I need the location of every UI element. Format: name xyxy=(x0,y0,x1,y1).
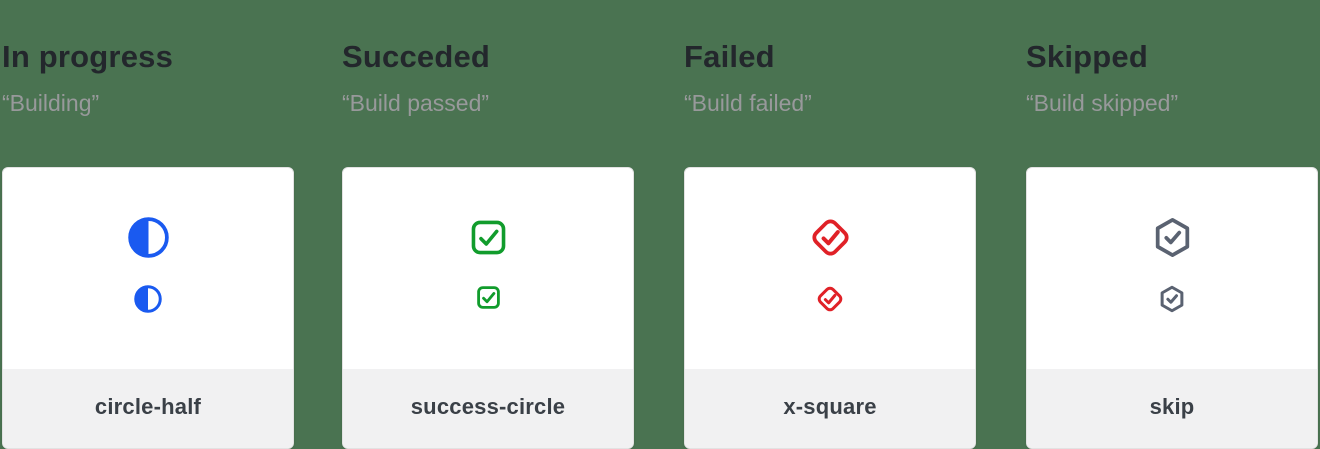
status-title: Failed xyxy=(684,39,775,74)
icon-card: success-circle xyxy=(342,167,634,449)
icon-label-bar: skip xyxy=(1027,369,1317,448)
check-hexagon-icon xyxy=(1150,215,1195,260)
circle-half-icon xyxy=(126,215,171,260)
icon-preview-area xyxy=(685,168,975,369)
icon-card: x-square xyxy=(684,167,976,449)
icon-card: skip xyxy=(1026,167,1318,449)
check-diamond-icon xyxy=(815,260,845,314)
icon-label-bar: x-square xyxy=(685,369,975,448)
icon-preview-area xyxy=(1027,168,1317,369)
icon-label: success-circle xyxy=(410,394,566,419)
icon-label: x-square xyxy=(783,394,877,419)
status-quote: “Build passed” xyxy=(342,90,490,116)
status-title: Succeded xyxy=(342,39,491,74)
status-quote: “Build failed” xyxy=(684,90,812,116)
check-square-icon xyxy=(475,258,502,311)
icon-label-bar: circle-half xyxy=(3,369,293,448)
icon-label: circle-half xyxy=(94,394,202,419)
check-hexagon-icon xyxy=(1157,260,1187,314)
check-square-icon xyxy=(468,215,509,258)
icon-preview-area xyxy=(343,168,633,369)
icon-preview-area xyxy=(3,168,293,369)
status-quote: “Build skipped” xyxy=(1026,90,1179,116)
icon-label-bar: success-circle xyxy=(343,369,633,448)
check-diamond-icon xyxy=(808,215,853,260)
icon-card: circle-half xyxy=(2,167,294,449)
icon-label: skip xyxy=(1149,394,1195,419)
status-quote: “Building” xyxy=(2,90,100,116)
status-title: In progress xyxy=(2,39,174,74)
status-title: Skipped xyxy=(1026,39,1148,74)
circle-half-icon xyxy=(133,260,163,314)
